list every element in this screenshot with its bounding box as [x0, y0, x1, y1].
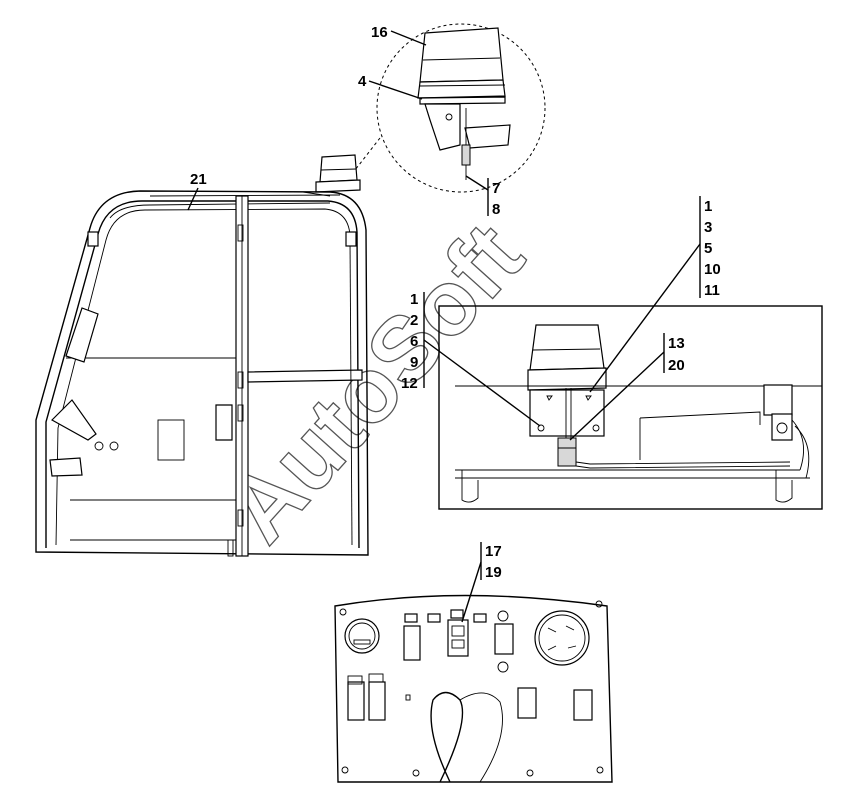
callout-4: 4: [358, 73, 423, 100]
parking-brake-icon: [497, 610, 509, 622]
svg-text:13: 13: [668, 335, 685, 352]
fuel-gauge: [344, 618, 380, 654]
interior-beacon: [529, 324, 605, 371]
svg-text:19: 19: [485, 564, 502, 581]
switch-housing: [763, 384, 793, 416]
grab-handle: [65, 307, 99, 363]
svg-text:6: 6: [410, 333, 418, 350]
detail-frame: [438, 305, 823, 510]
panel-outline: [334, 594, 613, 783]
rocker-switch[interactable]: [494, 623, 514, 655]
indicator-lamp: [473, 613, 487, 623]
beacon-detail-view: [354, 23, 546, 193]
beacon-light: [417, 27, 506, 99]
rocker-switch[interactable]: [347, 681, 365, 721]
svg-text:12: 12: [401, 375, 418, 392]
mounting-plate: [529, 389, 605, 437]
beacon-bracket: [419, 96, 511, 180]
svg-text:17: 17: [485, 543, 502, 560]
callout-21: 21: [187, 171, 207, 211]
svg-text:7: 7: [492, 180, 500, 197]
switch-panel: [334, 594, 613, 783]
detail-leader: [354, 137, 381, 171]
detail-circle: [376, 23, 546, 193]
svg-text:AutoSoft: AutoSoft: [207, 205, 543, 562]
svg-text:9: 9: [410, 354, 418, 371]
callout-16: 16: [371, 24, 427, 46]
connector: [557, 437, 577, 467]
svg-text:8: 8: [492, 201, 500, 218]
svg-text:10: 10: [704, 261, 721, 278]
watermark: AutoSoft: [206, 204, 543, 562]
svg-text:1: 1: [410, 291, 418, 308]
svg-text:20: 20: [668, 357, 685, 374]
rocker-switch[interactable]: [573, 689, 593, 721]
roof-beacon: [302, 154, 361, 197]
indicator-lamp: [450, 609, 464, 619]
operator-cab: [35, 154, 369, 557]
callout-13-20: 13 20: [569, 333, 685, 441]
callout-group-right: 1 3 5 10 11: [589, 196, 721, 393]
interior-panel: [157, 419, 185, 461]
rocker-switch[interactable]: [517, 687, 537, 719]
svg-text:5: 5: [704, 240, 712, 257]
indicator-lamp: [404, 613, 418, 623]
svg-text:21: 21: [190, 171, 207, 188]
wire-harness: [109, 202, 331, 219]
svg-text:16: 16: [371, 24, 388, 41]
svg-text:3: 3: [704, 219, 712, 236]
warning-icon: [497, 661, 509, 673]
svg-text:2: 2: [410, 312, 418, 329]
svg-text:1: 1: [704, 198, 712, 215]
svg-text:4: 4: [358, 73, 367, 90]
roof-interior-view: [438, 305, 823, 510]
callout-17-19: 17 19: [461, 542, 502, 623]
svg-text:11: 11: [704, 282, 720, 299]
beacon-rocker-switch[interactable]: [447, 619, 469, 657]
speedometer-gauge: [534, 610, 590, 666]
rocker-switch[interactable]: [368, 681, 386, 721]
rocker-switch[interactable]: [403, 625, 421, 661]
callout-7-8: 7 8: [465, 175, 500, 218]
callout-group-left: 1 2 6 9 12: [401, 291, 541, 427]
indicator-lamp: [427, 613, 441, 623]
